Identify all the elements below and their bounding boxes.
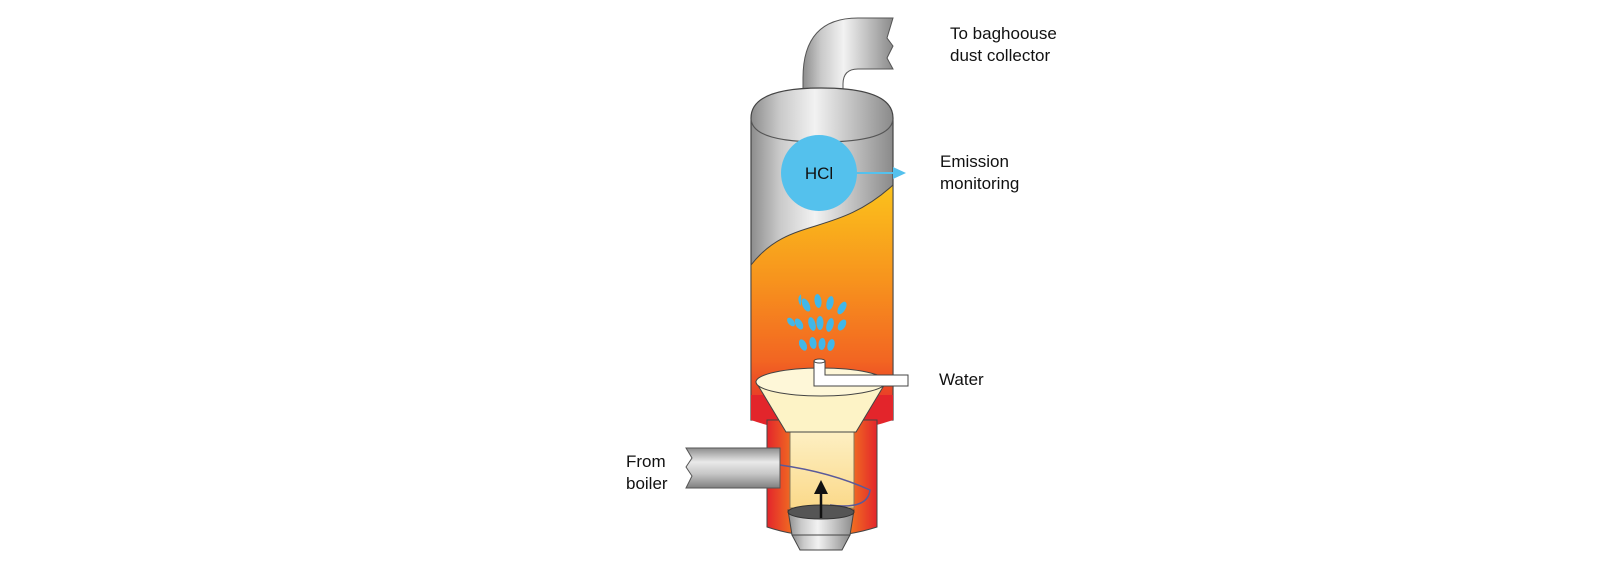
inlet-label-line2: boiler (626, 474, 668, 493)
inlet-label: From boiler (626, 451, 668, 495)
monitoring-arrow-icon (857, 167, 906, 179)
water-label-text: Water (939, 370, 984, 389)
hcl-label: HCl (805, 164, 833, 183)
water-spray-drops-icon (787, 294, 847, 351)
inlet-label-line1: From (626, 452, 666, 471)
lower-chamber (766, 419, 878, 537)
outlet-label-line2: dust collector (950, 46, 1051, 65)
burner-nozzle (787, 504, 855, 551)
combustion-zone (750, 183, 894, 421)
water-pipe (813, 358, 909, 387)
flow-arrow-up-icon (814, 480, 828, 518)
emission-label-line1: Emission (940, 152, 1009, 171)
hcl-sensor: HCl (781, 135, 857, 211)
outlet-label-line1: To baghoouse (950, 24, 1057, 43)
emission-monitoring-label: Emission monitoring (940, 151, 1019, 195)
outlet-label: To baghoouse dust collector (950, 23, 1057, 67)
water-label: Water (939, 369, 984, 391)
inlet-pipe (685, 447, 781, 489)
emission-label-line2: monitoring (940, 174, 1020, 193)
